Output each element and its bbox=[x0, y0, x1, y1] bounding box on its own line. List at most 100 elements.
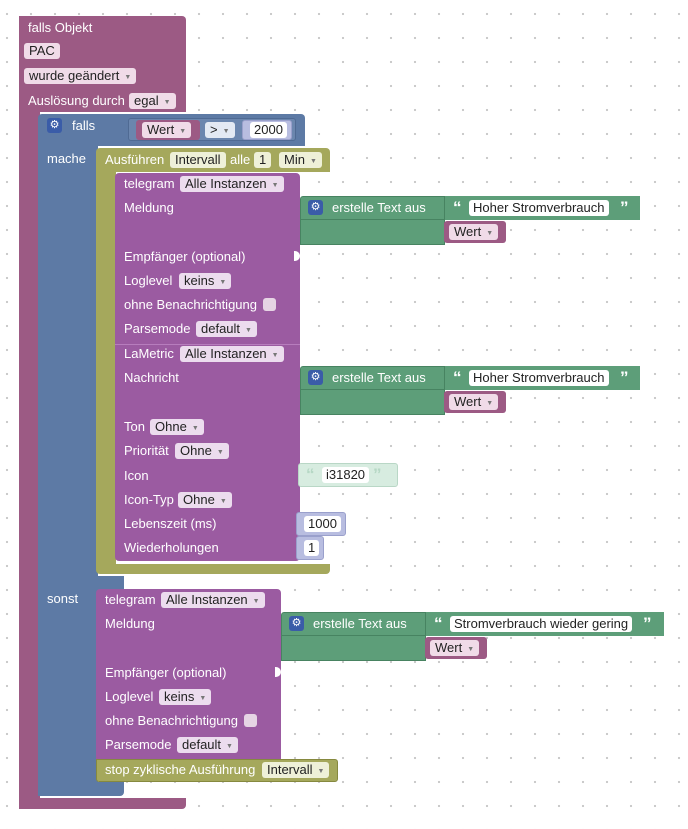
telegram1-silent-checkbox[interactable] bbox=[263, 298, 276, 311]
stop-name-dropdown[interactable]: Intervall▼ bbox=[262, 762, 330, 778]
telegram1-parsemode-label: Parsemode bbox=[124, 321, 191, 336]
interval-name-field[interactable]: Intervall bbox=[170, 152, 226, 168]
chevron-down-icon: ▼ bbox=[199, 695, 207, 702]
chevron-down-icon: ▼ bbox=[179, 128, 187, 135]
telegram2-loglevel-label: Loglevel bbox=[105, 689, 154, 704]
interval-block-spine bbox=[96, 170, 116, 570]
telegram1-message-label: Meldung bbox=[124, 200, 174, 215]
telegram2-silent-checkbox[interactable] bbox=[244, 714, 257, 727]
text-join-block-3-lower bbox=[281, 635, 426, 661]
trigger-block-spine bbox=[19, 108, 40, 808]
text-literal-1-field[interactable]: Hoher Stromverbrauch bbox=[469, 200, 609, 216]
if-block-spine bbox=[38, 144, 98, 796]
telegram1-loglevel-dropdown[interactable]: keins▼ bbox=[179, 273, 232, 289]
telegram-block-1[interactable] bbox=[115, 173, 300, 344]
chevron-down-icon: ▼ bbox=[222, 128, 230, 135]
recipient-input-slot[interactable] bbox=[294, 251, 300, 261]
interval-unit-dropdown[interactable]: Min▼ bbox=[279, 152, 322, 168]
telegram1-recipient-label: Empfänger (optional) bbox=[124, 249, 246, 264]
recipient-input-slot[interactable] bbox=[275, 667, 281, 677]
trigger-by-label: Auslösung durch bbox=[28, 93, 125, 108]
if-block-footer bbox=[38, 782, 124, 796]
telegram2-instance-dropdown[interactable]: Alle Instanzen▼ bbox=[161, 592, 265, 608]
lametric-sound-label: Ton bbox=[124, 419, 145, 434]
gear-icon[interactable]: ⚙ bbox=[289, 616, 304, 631]
quote-close-icon: ” bbox=[620, 198, 629, 217]
chevron-down-icon: ▼ bbox=[216, 449, 224, 456]
text-join-2-label: erstelle Text aus bbox=[332, 370, 426, 385]
text-literal-2-field[interactable]: Hoher Stromverbrauch bbox=[469, 370, 609, 386]
chevron-down-icon: ▼ bbox=[486, 400, 494, 407]
quote-close-icon: ” bbox=[643, 614, 652, 633]
interval-run-label: Ausführen bbox=[105, 152, 165, 167]
quote-open-icon: “ bbox=[306, 465, 315, 484]
compare-right-value-field[interactable]: 2000 bbox=[250, 122, 287, 138]
telegram2-recipient-label: Empfänger (optional) bbox=[105, 665, 227, 680]
chevron-down-icon: ▼ bbox=[219, 498, 227, 505]
lametric-icon-label: Icon bbox=[124, 468, 149, 483]
condition-dropdown[interactable]: wurde geändert▼ bbox=[24, 68, 137, 84]
lametric-instance-dropdown[interactable]: Alle Instanzen▼ bbox=[180, 346, 284, 362]
telegram1-instance-dropdown[interactable]: Alle Instanzen▼ bbox=[180, 176, 284, 192]
text-literal-3-field[interactable]: Stromverbrauch wieder gering bbox=[450, 616, 633, 632]
lametric-icon-type-dropdown[interactable]: Ohne▼ bbox=[178, 492, 232, 508]
gear-icon[interactable]: ⚙ bbox=[308, 200, 323, 215]
chevron-down-icon: ▼ bbox=[486, 230, 494, 237]
do-label: mache bbox=[47, 151, 87, 166]
compare-left-var-dropdown[interactable]: Wert▼ bbox=[142, 122, 192, 138]
chevron-down-icon: ▼ bbox=[317, 768, 325, 775]
lametric-icon-type-label: Icon-Typ bbox=[124, 492, 174, 507]
chevron-down-icon: ▼ bbox=[271, 182, 279, 189]
telegram2-loglevel-dropdown[interactable]: keins▼ bbox=[159, 689, 212, 705]
chevron-down-icon: ▼ bbox=[163, 99, 171, 106]
if-label: falls bbox=[72, 118, 96, 133]
object-id-field[interactable]: PAC bbox=[24, 43, 60, 59]
interval-value-field[interactable]: 1 bbox=[254, 152, 272, 168]
lametric-repeat-label: Wiederholungen bbox=[124, 540, 219, 555]
quote-close-icon: ” bbox=[620, 368, 629, 387]
text-var-1-dropdown[interactable]: Wert▼ bbox=[449, 224, 499, 240]
telegram1-loglevel-label: Loglevel bbox=[124, 273, 173, 288]
lametric-priority-dropdown[interactable]: Ohne▼ bbox=[175, 443, 229, 459]
else-label: sonst bbox=[47, 591, 79, 606]
telegram1-parsemode-dropdown[interactable]: default▼ bbox=[196, 321, 257, 337]
lifetime-field[interactable]: 1000 bbox=[304, 516, 341, 532]
telegram2-silent-label: ohne Benachrichtigung bbox=[105, 713, 238, 728]
trigger-by-dropdown[interactable]: egal▼ bbox=[129, 93, 176, 109]
gear-icon[interactable]: ⚙ bbox=[47, 118, 62, 133]
chevron-down-icon: ▼ bbox=[271, 352, 279, 359]
lametric-lifetime-label: Lebenszeit (ms) bbox=[124, 516, 217, 531]
quote-open-icon: “ bbox=[434, 614, 443, 633]
gear-icon[interactable]: ⚙ bbox=[308, 370, 323, 385]
telegram2-message-label: Meldung bbox=[105, 616, 155, 631]
chevron-down-icon: ▼ bbox=[309, 158, 317, 165]
telegram2-label: telegram bbox=[105, 592, 156, 607]
text-var-2-dropdown[interactable]: Wert▼ bbox=[449, 394, 499, 410]
telegram2-parsemode-dropdown[interactable]: default▼ bbox=[177, 737, 238, 753]
compare-operator-dropdown[interactable]: >▼ bbox=[205, 122, 235, 138]
chevron-down-icon: ▼ bbox=[124, 74, 132, 81]
quote-open-icon: “ bbox=[453, 198, 462, 217]
lametric-priority-label: Priorität bbox=[124, 443, 169, 458]
lametric-sound-dropdown[interactable]: Ohne▼ bbox=[150, 419, 204, 435]
chevron-down-icon: ▼ bbox=[219, 279, 227, 286]
text-var-3-dropdown[interactable]: Wert▼ bbox=[430, 640, 480, 656]
chevron-down-icon: ▼ bbox=[467, 646, 475, 653]
lametric-message-label: Nachricht bbox=[124, 370, 179, 385]
telegram-block-2[interactable] bbox=[96, 589, 281, 759]
interval-block-footer bbox=[96, 564, 330, 574]
if-block-else-bar bbox=[38, 576, 124, 590]
text-join-1-label: erstelle Text aus bbox=[332, 200, 426, 215]
chevron-down-icon: ▼ bbox=[252, 598, 260, 605]
text-join-block-1-lower bbox=[300, 219, 445, 245]
icon-text-field[interactable]: i31820 bbox=[322, 467, 370, 483]
quote-close-icon: ” bbox=[373, 465, 382, 484]
chevron-down-icon: ▼ bbox=[226, 743, 233, 750]
interval-every-label: alle bbox=[230, 152, 251, 167]
repeat-field[interactable]: 1 bbox=[304, 540, 320, 556]
lametric-label: LaMetric bbox=[124, 346, 174, 361]
chevron-down-icon: ▼ bbox=[191, 425, 199, 432]
text-join-3-label: erstelle Text aus bbox=[313, 616, 407, 631]
chevron-down-icon: ▼ bbox=[245, 327, 252, 334]
stop-label: stop zyklische Ausführung bbox=[105, 762, 256, 777]
